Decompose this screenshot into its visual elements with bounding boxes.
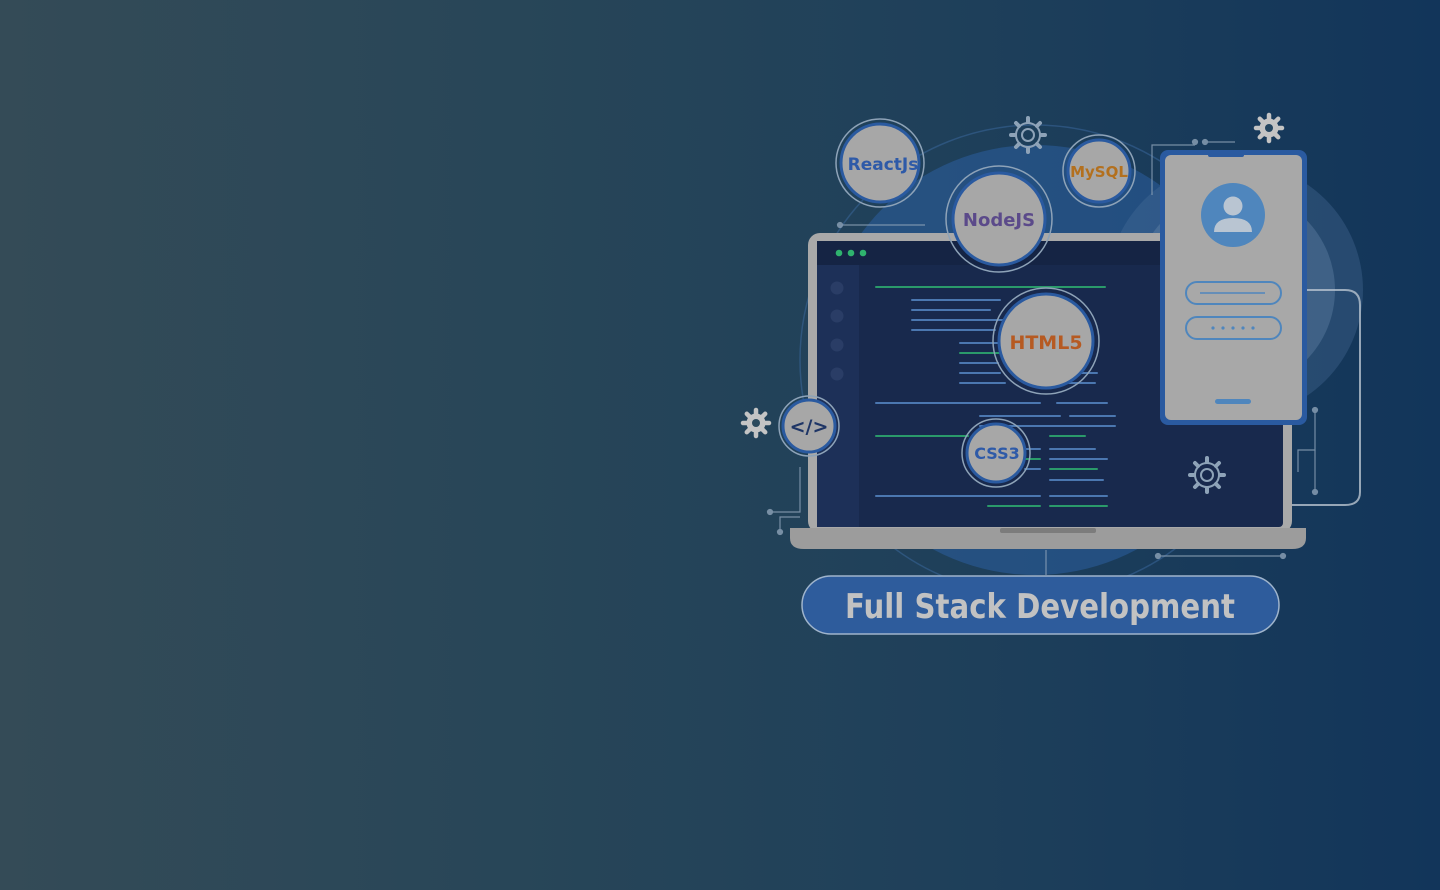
nodejs-badge: NodeJS [945, 165, 1053, 273]
banner-title: Full Stack Development [845, 587, 1235, 627]
reactjs-label: ReactJs [848, 155, 919, 175]
html5-label: HTML5 [1009, 332, 1082, 354]
reactjs-badge: ReactJs [835, 118, 925, 208]
css3-label: CSS3 [974, 444, 1020, 463]
circuit-lines [766, 138, 1361, 575]
code-icon: </> [778, 395, 840, 457]
nodejs-label: NodeJS [963, 210, 1035, 231]
css3-badge: CSS3 [961, 418, 1031, 488]
user-avatar-icon [1201, 183, 1265, 247]
code-label: </> [790, 416, 829, 438]
gear-icon [1188, 456, 1226, 494]
mysql-label: MySQL [1070, 163, 1128, 181]
gear-icon [740, 407, 772, 439]
phone [1160, 150, 1307, 425]
gear-icon [1253, 112, 1285, 144]
gear-icon [1009, 116, 1047, 154]
mysql-badge: MySQL [1062, 134, 1136, 208]
html5-badge: HTML5 [992, 287, 1100, 395]
banner: Full Stack Development [801, 575, 1280, 635]
